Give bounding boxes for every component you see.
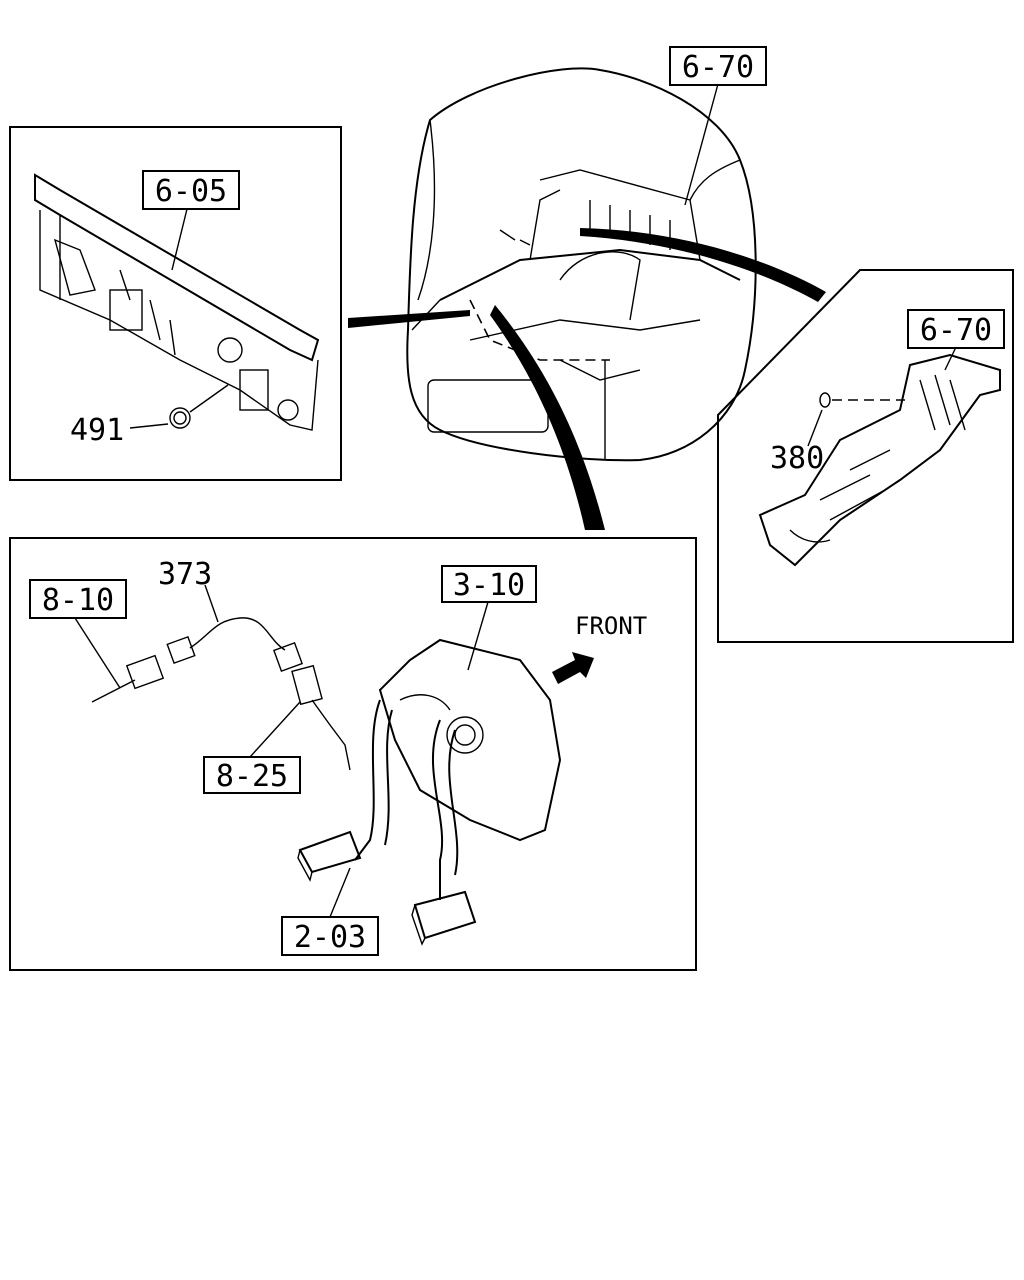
callout-switch-text: 8-25 xyxy=(216,759,288,794)
callout-floor-part-text: 380 xyxy=(770,441,824,476)
callout-dash-part-text: 491 xyxy=(70,413,124,448)
callout-floor-panel-text: 6-70 xyxy=(920,313,992,348)
dash-panel-view xyxy=(9,126,342,481)
front-direction-arrow: FRONT xyxy=(552,612,647,684)
callout-pedal: 2-03 xyxy=(281,916,379,956)
floor-panel-view xyxy=(717,269,1014,643)
callout-harness: 8-10 xyxy=(29,579,127,619)
callout-harness-text: 8-10 xyxy=(42,583,114,618)
callout-dash-panel-text: 6-05 xyxy=(155,174,227,209)
front-label: FRONT xyxy=(575,612,647,640)
callout-cab-floor-text: 6-70 xyxy=(682,50,754,85)
pedal-assembly-view xyxy=(9,537,697,971)
callout-cab-floor: 6-70 xyxy=(669,46,767,86)
callout-switch: 8-25 xyxy=(203,756,301,794)
cab-overview xyxy=(348,67,826,530)
callout-dash-panel: 6-05 xyxy=(142,170,240,210)
callout-pedal-bracket-text: 3-10 xyxy=(453,568,525,603)
callout-harness-part-text: 373 xyxy=(158,557,212,592)
callout-pedal-text: 2-03 xyxy=(294,920,366,955)
callout-floor-panel: 6-70 xyxy=(907,309,1005,349)
callout-pedal-bracket: 3-10 xyxy=(441,565,537,603)
front-arrow-icon xyxy=(552,652,594,684)
